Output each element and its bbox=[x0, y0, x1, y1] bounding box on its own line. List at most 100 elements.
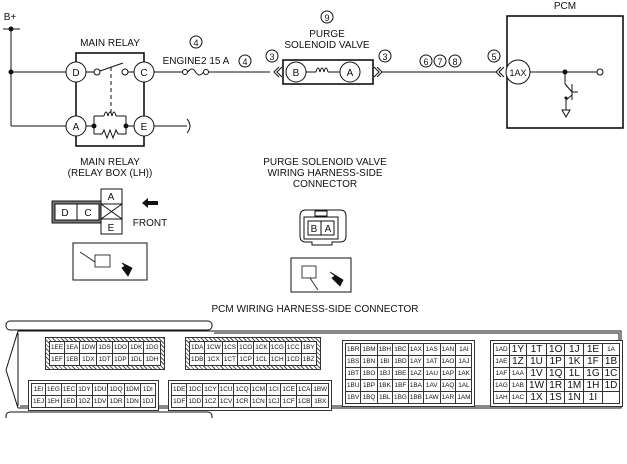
valve-pin-a-label: A bbox=[347, 68, 354, 79]
pin-cell: 1BW bbox=[311, 383, 330, 396]
pin-cell: 1DX bbox=[79, 353, 98, 366]
pin-cell: 1DD bbox=[186, 395, 204, 408]
pin-cell: 1CE bbox=[280, 383, 297, 396]
pin-cell: 1CZ bbox=[202, 395, 219, 408]
pin-cell: 1L bbox=[564, 367, 585, 380]
pin-cell: 1AW bbox=[422, 391, 441, 404]
pin-cell: 1BZ bbox=[300, 353, 317, 366]
ref-harness-8: 8 bbox=[452, 57, 457, 67]
pin-cell: 1D bbox=[601, 379, 621, 392]
pin-cell: 1S bbox=[546, 391, 566, 404]
pin-cell: 1AR bbox=[439, 391, 457, 404]
pin-cell: 1BI bbox=[376, 355, 394, 368]
pin-cell: 1BY bbox=[300, 341, 317, 354]
pin-cell: 1CX bbox=[204, 353, 223, 366]
relay-connector-title-2: (RELAY BOX (LH)) bbox=[67, 168, 153, 179]
pin-cell: 1AU bbox=[422, 367, 441, 380]
pin-cell: 1K bbox=[564, 355, 585, 368]
pin-cell: 1DV bbox=[91, 395, 109, 408]
pcm-connector-title: PCM WIRING HARNESS-SIDE CONNECTOR bbox=[211, 304, 419, 315]
pin-cell: 1DE bbox=[170, 383, 188, 396]
pin-cell: 1BB bbox=[407, 391, 424, 404]
pin-cell: 1N bbox=[564, 391, 585, 404]
pin-cell: 1DQ bbox=[107, 383, 125, 396]
pin-cell: 1DP bbox=[111, 353, 129, 366]
pin-cell: 1DT bbox=[96, 353, 113, 366]
pin-cell: 1BS bbox=[344, 355, 362, 368]
pin-cell: 1Q bbox=[546, 367, 566, 380]
pin-cell: 1AA bbox=[508, 367, 528, 380]
pin-cell: 1A bbox=[601, 343, 621, 356]
main-relay-box bbox=[75, 52, 145, 147]
pin-cell: 1AX bbox=[407, 343, 424, 356]
pin-cell: 1BR bbox=[344, 343, 362, 356]
pin-cell: 1G bbox=[583, 367, 603, 380]
pin-cell: 1CG bbox=[268, 341, 286, 354]
pin-cell: 1AK bbox=[455, 367, 473, 380]
pin-cell: 1C bbox=[601, 367, 621, 380]
pin-cell: 1AM bbox=[455, 391, 473, 404]
relay-pin-e-label: E bbox=[141, 122, 148, 133]
pin-cell: 1AI bbox=[455, 343, 473, 356]
supply-node bbox=[8, 26, 14, 32]
purge-conn-pin-b: B bbox=[311, 224, 318, 235]
ref-valve-right: 3 bbox=[382, 52, 387, 62]
pin-cell: 1AY bbox=[407, 355, 424, 368]
junction-node bbox=[8, 69, 14, 75]
pin-cell: 1CP bbox=[237, 353, 255, 366]
pin-cell: 1AD bbox=[493, 343, 510, 356]
pin-cell: 1I bbox=[583, 391, 603, 404]
pin-cell: 1AN bbox=[439, 343, 457, 356]
valve-pin-b bbox=[285, 61, 307, 83]
ref-pcm-connector: 5 bbox=[491, 52, 496, 62]
wiring-schematic: B+ MAIN RELAY D C A E ENGINE2 15 A 4 4 3… bbox=[3, 1, 624, 293]
pin-cell: 1BC bbox=[392, 343, 409, 356]
relay-pin-e bbox=[133, 115, 155, 137]
ref-valve: 9 bbox=[324, 13, 329, 23]
pin-cell: 1AB bbox=[508, 379, 528, 392]
pin-cell: 1AL bbox=[455, 379, 473, 392]
pin-cell: 1DC bbox=[186, 383, 204, 396]
pin-cell: 1AV bbox=[422, 379, 441, 392]
pin-cell: 1AJ bbox=[455, 355, 473, 368]
ref-wire: 4 bbox=[242, 57, 247, 67]
pin-cell: 1DZ bbox=[76, 395, 93, 408]
pin-cell: 1DG bbox=[143, 341, 161, 354]
pin-cell: 1EG bbox=[45, 383, 62, 396]
relay-pin-c bbox=[133, 61, 155, 83]
pin-cell: 1EC bbox=[60, 383, 78, 396]
pin-cell: 1DK bbox=[127, 341, 145, 354]
pin-cell: 1DH bbox=[143, 353, 161, 366]
pin-cell: 1AT bbox=[422, 355, 441, 368]
pin-cell: 1DW bbox=[79, 341, 98, 354]
main-relay-title: MAIN RELAY bbox=[80, 38, 140, 49]
pin-cell: 1CR bbox=[233, 395, 251, 408]
pin-cell: 1CH bbox=[268, 353, 286, 366]
pin-cell: 1CJ bbox=[266, 395, 282, 408]
pin-cell: 1CU bbox=[217, 383, 235, 396]
relay-conn-pin-e: E bbox=[108, 223, 115, 234]
pin-cell: 1CM bbox=[249, 383, 268, 396]
pin-cell: 1V bbox=[526, 367, 548, 380]
pin-cell: 1AE bbox=[493, 355, 510, 368]
pin-cell: 1DF bbox=[170, 395, 188, 408]
relay-pin-c-label: C bbox=[140, 68, 147, 79]
pin-cell: 1H bbox=[583, 379, 603, 392]
relay-pin-a bbox=[65, 115, 87, 137]
ref-valve-left: 3 bbox=[269, 52, 274, 62]
pin-cell: 1CT bbox=[221, 353, 239, 366]
pin-cell: 1CN bbox=[249, 395, 268, 408]
pin-cell: 1BD bbox=[392, 355, 409, 368]
